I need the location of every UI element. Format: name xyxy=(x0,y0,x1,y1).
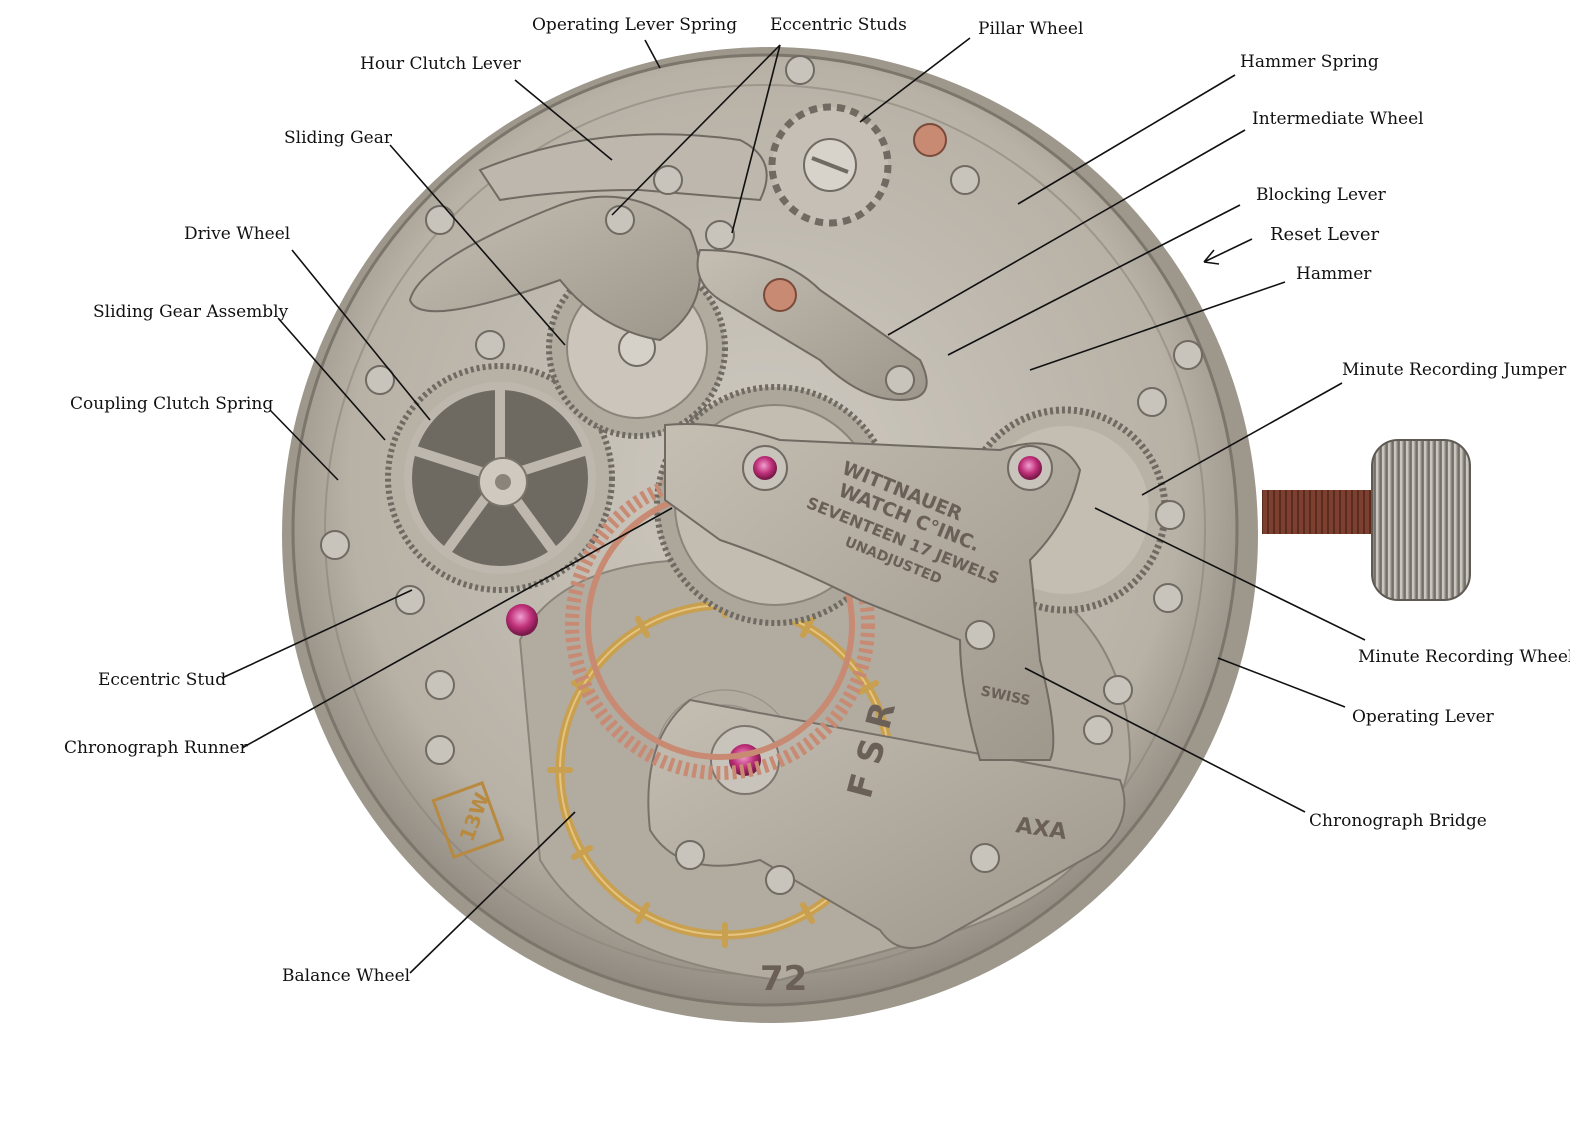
label-coupling-clutch-spring: Coupling Clutch Spring xyxy=(70,394,274,414)
leader-hour-clutch-lever xyxy=(514,79,613,161)
label-hammer: Hammer xyxy=(1296,264,1372,284)
leader-operating-lever-spring xyxy=(644,39,661,69)
leader-balance-wheel xyxy=(409,811,576,974)
chronograph-bridge-plate xyxy=(664,423,1082,761)
leader-pillar-wheel xyxy=(859,37,971,123)
winding-stem xyxy=(1262,490,1380,534)
leader-blocking-lever xyxy=(947,204,1241,356)
leader-coupling-clutch-spring xyxy=(269,409,339,481)
leader-lines xyxy=(221,37,1366,974)
leader-operating-lever xyxy=(1217,657,1346,708)
leader-hammer xyxy=(1029,281,1286,371)
label-sliding-gear: Sliding Gear xyxy=(284,128,392,148)
leader-eccentric-stud xyxy=(221,589,413,679)
label-minute-recording-jumper: Minute Recording Jumper xyxy=(1342,360,1567,380)
reset-lever-arrow xyxy=(1203,238,1253,265)
label-intermediate-wheel: Intermediate Wheel xyxy=(1252,109,1424,129)
leader-sliding-gear xyxy=(389,144,566,346)
leader-chronograph-bridge xyxy=(1024,667,1306,813)
leader-hammer-spring xyxy=(1017,74,1236,205)
leader-eccentric-studs-1 xyxy=(611,44,781,216)
leader-sliding-gear-assembly xyxy=(277,317,386,441)
number-engraving: 72 xyxy=(760,959,807,999)
leader-drive-wheel xyxy=(291,249,431,421)
label-blocking-lever: Blocking Lever xyxy=(1256,185,1386,205)
crown xyxy=(1371,439,1471,601)
label-minute-recording-wheel: Minute Recording Wheel xyxy=(1358,647,1570,667)
balance-cock: F S R AXA xyxy=(647,698,1126,949)
leader-minute-recording-wheel xyxy=(1094,507,1366,641)
label-hammer-spring: Hammer Spring xyxy=(1240,52,1379,72)
leader-minute-recording-jumper xyxy=(1141,382,1343,496)
label-operating-lever: Operating Lever xyxy=(1352,707,1494,727)
leader-eccentric-studs-2 xyxy=(731,44,781,234)
label-pillar-wheel: Pillar Wheel xyxy=(978,19,1084,39)
leader-chronograph-runner xyxy=(241,507,673,749)
winding-crown xyxy=(1262,439,1471,601)
label-chronograph-runner: Chronograph Runner xyxy=(64,738,248,758)
label-eccentric-stud: Eccentric Stud xyxy=(98,670,227,690)
label-operating-lever-spring: Operating Lever Spring xyxy=(532,15,738,35)
label-reset-lever: Reset Lever xyxy=(1270,224,1380,245)
label-hour-clutch-lever: Hour Clutch Lever xyxy=(360,54,521,74)
label-balance-wheel: Balance Wheel xyxy=(282,966,411,986)
leader-intermediate-wheel xyxy=(887,129,1246,336)
label-chronograph-bridge: Chronograph Bridge xyxy=(1309,811,1487,831)
chronograph-levers: WITTNAUER WATCH C°INC. SEVENTEEN 17 JEWE… xyxy=(408,123,1082,761)
screws xyxy=(320,55,1203,895)
label-drive-wheel: Drive Wheel xyxy=(184,224,291,244)
label-eccentric-studs: Eccentric Studs xyxy=(770,15,907,35)
label-sliding-gear-assembly: Sliding Gear Assembly xyxy=(93,302,289,322)
